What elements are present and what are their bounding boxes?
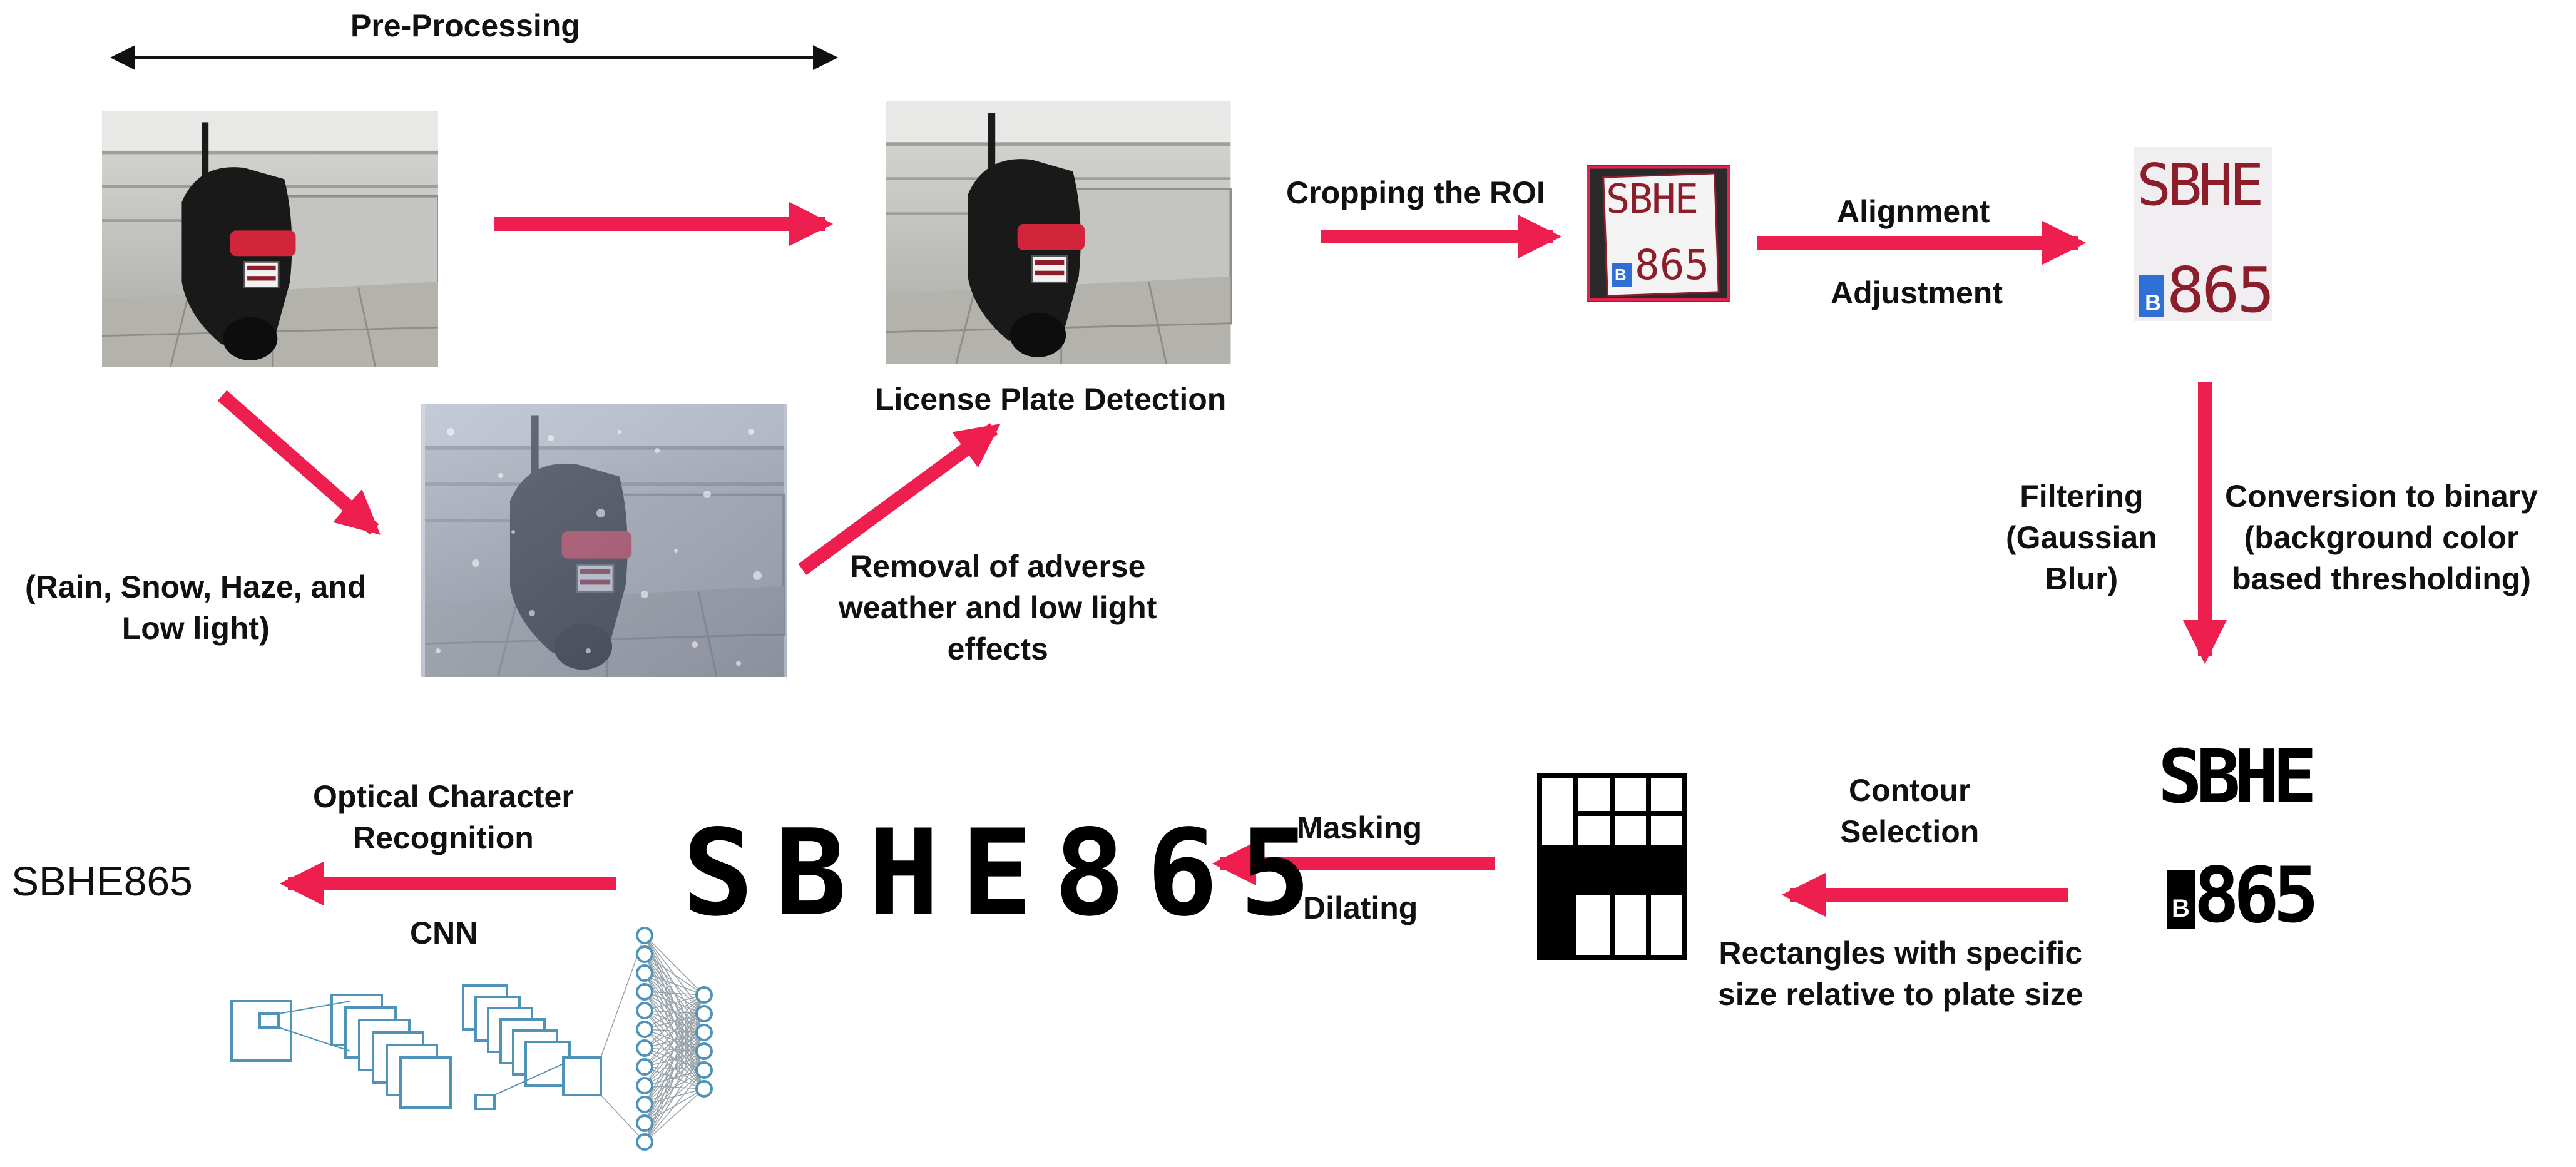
binary-plate-top-text: SBHE <box>2158 733 2317 820</box>
cnn-neuron <box>695 1080 713 1098</box>
cnn-feature-map <box>562 1056 602 1096</box>
cnn-neuron <box>636 983 653 1001</box>
adverse-weather-image <box>421 404 787 677</box>
recognized-plate-result: SBHE865 <box>11 858 193 904</box>
arrow-original-to-weather <box>217 390 381 535</box>
cnn-neuron <box>636 1096 653 1113</box>
cnn-connection <box>278 1027 351 1052</box>
detected-image <box>886 101 1231 364</box>
segmented-characters: SBHE865 <box>682 804 1332 942</box>
cnn-neuron <box>636 964 653 982</box>
cnn-connection <box>644 994 705 1105</box>
label-filtering: Filtering (Gaussian Blur) <box>2006 479 2157 596</box>
cnn-connection <box>494 1063 564 1096</box>
cnn-neuron <box>636 1002 653 1019</box>
label-dilating: Dilating <box>1303 890 1418 925</box>
cropped-plate <box>1587 165 1730 302</box>
cnn-connection <box>644 1088 705 1143</box>
cnn-illustration <box>230 927 713 1151</box>
label-masking: Masking <box>1297 810 1423 845</box>
aligned-plate-bottom-text: 865 <box>2167 253 2275 327</box>
cnn-connection <box>644 972 705 996</box>
cnn-connection <box>644 935 705 996</box>
cnn-neuron <box>695 1005 713 1022</box>
cnn-neuron <box>695 1042 713 1060</box>
cropped-plate-bottom-text: 865 <box>1635 241 1710 289</box>
label-plate-detection: License Plate Detection <box>875 382 1227 417</box>
cnn-connection <box>644 994 705 1068</box>
cnn-feature-map <box>399 1056 452 1109</box>
cropped-plate-region-letter: B <box>1615 265 1627 284</box>
cnn-connection <box>644 954 705 996</box>
label-alignment: Alignment <box>1837 194 1990 229</box>
cnn-neuron <box>695 1024 713 1041</box>
cnn-connection <box>644 1069 705 1143</box>
cnn-neuron <box>636 1077 653 1094</box>
binary-plate-bottom-text: 865 <box>2194 851 2319 940</box>
cnn-connection <box>644 991 705 996</box>
cnn-neuron <box>636 1039 653 1057</box>
label-binary-conversion: Conversion to binary (background color b… <box>2225 479 2538 596</box>
cnn-connection <box>600 1094 645 1143</box>
cnn-connection <box>644 994 705 1124</box>
cnn-kernel <box>474 1094 496 1110</box>
cropped-plate-top-text: SBHE <box>1606 176 1699 223</box>
cnn-neuron <box>695 986 713 1004</box>
aligned-plate-region-letter: B <box>2145 290 2161 315</box>
binary-plate-region-letter: B <box>2172 895 2190 922</box>
cnn-connection <box>644 1051 705 1143</box>
cnn-neuron <box>636 1133 653 1151</box>
aligned-plate-top-text: SBHE <box>2137 151 2264 218</box>
original-image <box>102 110 438 369</box>
contour-boxes <box>1537 773 1687 960</box>
cnn-neuron <box>636 927 653 944</box>
cnn-feature-map <box>230 1000 292 1062</box>
label-rectangles: Rectangles with specific size relative t… <box>1718 935 2083 1012</box>
cnn-connection <box>644 1032 705 1143</box>
cnn-connection <box>644 1013 705 1143</box>
cnn-neuron <box>636 1058 653 1076</box>
cnn-neuron <box>636 1114 653 1132</box>
cnn-neuron <box>636 1021 653 1038</box>
cnn-kernel <box>258 1012 280 1029</box>
label-weather-conditions: (Rain, Snow, Haze, and Low light) <box>25 569 367 646</box>
label-contour-selection: Contour Selection <box>1840 773 1980 849</box>
label-cnn: CNN <box>410 915 478 950</box>
cnn-connection <box>644 994 705 1086</box>
arrow-weather-to-detected <box>798 423 1001 575</box>
label-cropping: Cropping the ROI <box>1286 175 1545 210</box>
cnn-connection <box>644 994 705 1030</box>
cnn-connection <box>644 994 705 1049</box>
binary-plate <box>2167 870 2195 929</box>
label-ocr: Optical Character Recognition <box>313 779 574 855</box>
label-adjustment: Adjustment <box>1831 275 2003 310</box>
aligned-plate <box>2134 147 2272 321</box>
cnn-neuron <box>636 945 653 963</box>
cnn-neuron <box>695 1061 713 1079</box>
label-weather-removal: Removal of adverse weather and low light… <box>839 549 1157 666</box>
label-preprocessing: Pre-Processing <box>350 8 580 43</box>
cnn-connection <box>644 994 705 1143</box>
cnn-connection <box>644 994 705 1011</box>
cnn-connection <box>278 1001 351 1014</box>
